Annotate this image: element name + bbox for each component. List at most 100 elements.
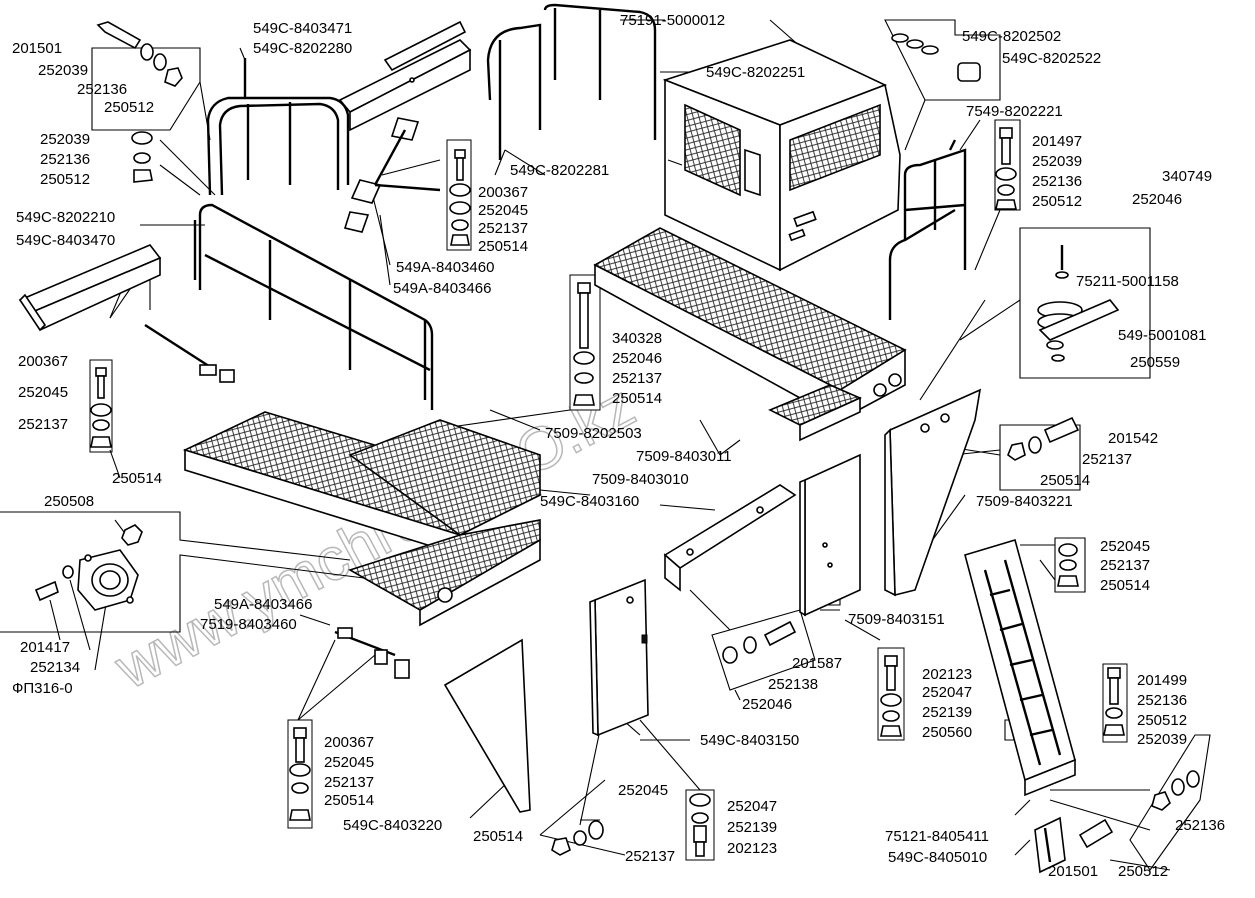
label-7509-8403010: 7509-8403010 <box>592 471 689 488</box>
cab <box>662 39 901 272</box>
label-252137-mid: 252137 <box>478 220 528 237</box>
handrail-right <box>888 139 967 320</box>
label-252136-ladder: 252136 <box>1137 692 1187 709</box>
label-252039-right: 252039 <box>1032 153 1082 170</box>
label-250512-right: 250512 <box>1032 193 1082 210</box>
label-7509-8403221: 7509-8403221 <box>976 493 1073 510</box>
label-201501-bottom: 201501 <box>1048 863 1098 880</box>
clip-8202502 <box>891 33 981 82</box>
label-7549-8202221: 7549-8202221 <box>966 103 1063 120</box>
callout-labels: 201501 252039 252136 250512 549C-8403471… <box>12 12 1225 880</box>
label-252137-ladder: 252137 <box>1100 557 1150 574</box>
label-252134: 252134 <box>30 659 80 676</box>
label-250514-right: 250514 <box>1040 472 1090 489</box>
label-201501-top: 201501 <box>12 40 62 57</box>
label-250512-top: 250512 <box>104 99 154 116</box>
label-fp316-0: ФП316-0 <box>12 680 73 697</box>
label-549C-8202251: 549C-8202251 <box>706 64 805 81</box>
label-549C-8202281: 549C-8202281 <box>510 162 609 179</box>
label-7519-8403460: 7519-8403460 <box>200 616 297 633</box>
label-75211-5001158: 75211-5001158 <box>1076 273 1179 290</box>
bracket-7519 <box>334 627 410 679</box>
bracket-8403470 <box>18 244 162 332</box>
label-252045-mid: 252045 <box>478 202 528 219</box>
label-75121-8405411: 75121-8405411 <box>885 828 989 845</box>
label-201497: 201497 <box>1032 133 1082 150</box>
label-252139-right: 252139 <box>922 704 972 721</box>
label-549A-8403466-bottom: 549A-8403466 <box>214 596 312 613</box>
platform-left <box>182 411 543 627</box>
label-250514-mid: 250514 <box>478 238 528 255</box>
label-250514-ladder: 250514 <box>1100 577 1150 594</box>
label-250512-ladder: 250512 <box>1137 712 1187 729</box>
label-250514-bottom: 250514 <box>324 792 374 809</box>
bracket-8403471 <box>338 20 472 132</box>
label-250508: 250508 <box>44 493 94 510</box>
mount-75211 <box>1037 245 1120 362</box>
label-549C-8403470: 549C-8403470 <box>16 232 115 249</box>
label-252046-mid: 252046 <box>612 350 662 367</box>
label-252136-bottom: 252136 <box>1175 817 1225 834</box>
fasteners <box>90 21 1200 857</box>
label-252138: 252138 <box>768 676 818 693</box>
platform-right <box>593 227 907 442</box>
label-252136-left: 252136 <box>40 151 90 168</box>
label-7509-8403011: 7509-8403011 <box>636 448 732 465</box>
label-200367-bottom: 200367 <box>324 734 374 751</box>
label-252137-left: 252137 <box>18 416 68 433</box>
label-252137-center: 252137 <box>612 370 662 387</box>
label-549C-8403150: 549C-8403150 <box>700 732 799 749</box>
label-7509-8202503: 7509-8202503 <box>545 425 642 442</box>
label-250512-bottom: 250512 <box>1118 863 1168 880</box>
label-252136-top: 252136 <box>77 81 127 98</box>
handrail-top-left <box>206 58 350 196</box>
label-252137-fender: 252137 <box>625 848 675 865</box>
label-252039-top: 252039 <box>38 62 88 79</box>
panel-8403151 <box>799 453 861 617</box>
label-250512-left: 250512 <box>40 171 90 188</box>
label-549C-8405010: 549C-8405010 <box>888 849 987 866</box>
label-340328: 340328 <box>612 330 662 347</box>
label-252045-bottom: 252045 <box>324 754 374 771</box>
label-201587: 201587 <box>792 655 842 672</box>
label-252047-right: 252047 <box>922 684 972 701</box>
label-252139-bottom: 252139 <box>727 819 777 836</box>
label-252045-left: 252045 <box>18 384 68 401</box>
label-7509-8403151: 7509-8403151 <box>848 611 945 628</box>
label-252045-ladder: 252045 <box>1100 538 1150 555</box>
label-252039-ladder: 252039 <box>1137 731 1187 748</box>
label-201499: 201499 <box>1137 672 1187 689</box>
label-549A-8403466-top: 549A-8403466 <box>393 280 491 297</box>
label-201417: 201417 <box>20 639 70 656</box>
label-250514-left: 250514 <box>112 470 162 487</box>
label-252136-right: 252136 <box>1032 173 1082 190</box>
handrail-side <box>193 203 434 410</box>
label-252137-bottom: 252137 <box>324 774 374 791</box>
ladder <box>964 538 1076 797</box>
label-252045-bottom-right: 252045 <box>618 782 668 799</box>
label-549C-8403160: 549C-8403160 <box>540 493 639 510</box>
label-252137-right: 252137 <box>1082 451 1132 468</box>
label-549C-8202210: 549C-8202210 <box>16 209 115 226</box>
label-200367-left: 200367 <box>18 353 68 370</box>
panel-8403221 <box>884 388 982 597</box>
label-549C-8403220: 549C-8403220 <box>343 817 442 834</box>
label-549C-8202522: 549C-8202522 <box>1002 50 1101 67</box>
handle-8405010 <box>1034 816 1066 874</box>
bracket-8403160 <box>663 484 797 592</box>
label-549A-8403460: 549A-8403460 <box>396 259 494 276</box>
handrail-cab <box>486 3 657 160</box>
label-252047-bottom: 252047 <box>727 798 777 815</box>
clip-parts <box>144 117 441 383</box>
label-252046-right: 252046 <box>1132 191 1182 208</box>
label-202123-right: 202123 <box>922 666 972 683</box>
label-202123-bottom: 202123 <box>727 840 777 857</box>
lamp-fp316 <box>34 524 143 611</box>
label-549C-8403471: 549C-8403471 <box>253 20 352 37</box>
label-250514-center: 250514 <box>612 390 662 407</box>
label-201542: 201542 <box>1108 430 1158 447</box>
label-252046-bottom: 252046 <box>742 696 792 713</box>
label-340749: 340749 <box>1162 168 1212 185</box>
